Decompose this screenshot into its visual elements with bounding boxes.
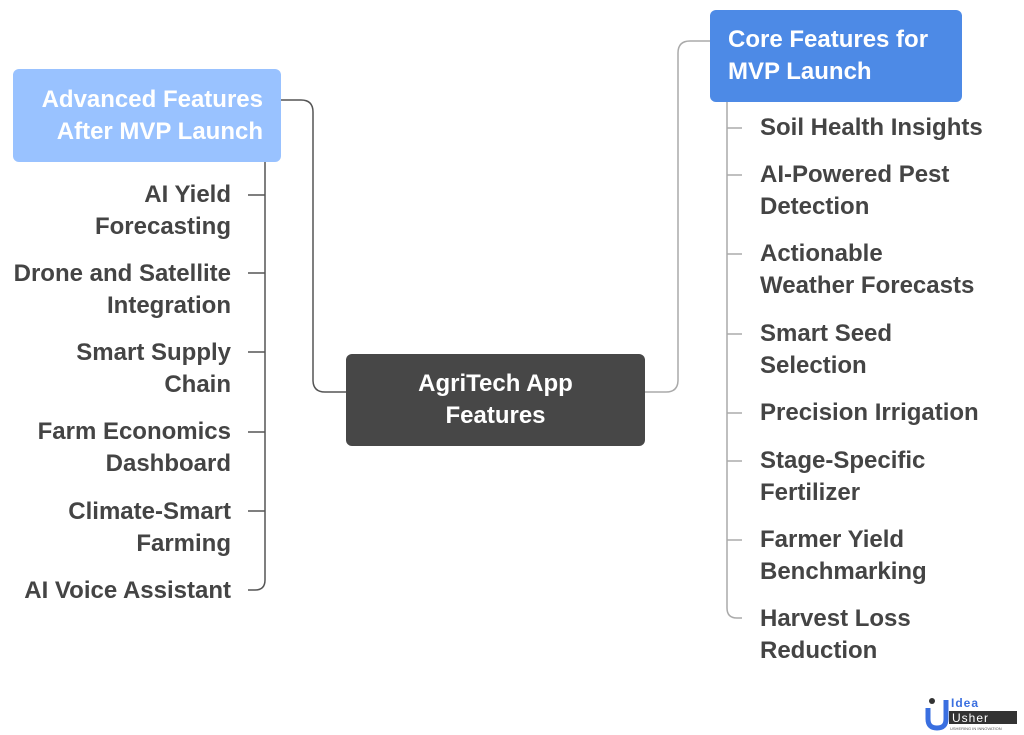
svg-text:Usher: Usher: [952, 711, 989, 725]
item-text-line: Benchmarking: [760, 558, 927, 585]
advanced-title-line2: After MVP Launch: [56, 117, 263, 145]
item-text-line: Detection: [760, 193, 870, 220]
item-text-line: Climate-Smart: [68, 498, 231, 525]
advanced-ticks: [248, 194, 265, 512]
item-text-line: Farmer Yield: [760, 526, 905, 553]
idea-usher-logo: Idea Usher USHERING IN INNOVATION: [925, 692, 1020, 732]
item-text-line: Selection: [760, 352, 867, 379]
item-text-line: Dashboard: [105, 450, 231, 477]
item-text-line: Harvest Loss: [760, 605, 911, 632]
connector-core: [645, 40, 710, 393]
connector-advanced: [281, 99, 346, 393]
item-text-line: Actionable: [760, 240, 883, 267]
item-text-line: AI-Powered Pest: [760, 161, 950, 188]
advanced-title-line1: Advanced Features: [41, 85, 263, 113]
core-item: Soil Health Insights: [760, 112, 983, 144]
item-text-line: Reduction: [760, 637, 878, 664]
advanced-spine: [248, 162, 266, 591]
item-text-line: Farm Economics: [37, 418, 231, 445]
item-text-line: Fertilizer: [760, 479, 861, 506]
advanced-features-node: Advanced Features After MVP Launch: [13, 69, 281, 162]
item-text-line: Drone and Satellite: [13, 260, 231, 287]
core-title-line1: Core Features for: [728, 26, 929, 53]
item-text-line: Soil Health Insights: [760, 114, 983, 141]
item-text-line: Precision Irrigation: [760, 399, 979, 426]
item-text-line: AI Yield: [144, 181, 231, 208]
item-text-line: AI Voice Assistant: [24, 577, 231, 604]
root-node: AgriTech App Features: [346, 354, 645, 446]
core-features-node: Core Features for MVP Launch: [710, 10, 962, 102]
item-text-line: Farming: [136, 530, 231, 557]
item-text-line: Weather Forecasts: [760, 272, 975, 299]
item-text-line: Smart Seed: [760, 320, 893, 347]
core-spine: [726, 102, 742, 619]
item-text-line: Stage-Specific: [760, 447, 926, 474]
core-ticks: [727, 127, 742, 541]
svg-text:USHERING IN INNOVATION: USHERING IN INNOVATION: [950, 726, 1002, 731]
item-text-line: Forecasting: [94, 213, 231, 240]
item-text-line: Integration: [107, 292, 231, 319]
advanced-item: AI Voice Assistant: [24, 575, 231, 607]
core-title-line2: MVP Launch: [728, 58, 872, 85]
core-item: Precision Irrigation: [760, 397, 979, 429]
root-title-line1: AgriTech App: [418, 370, 573, 397]
item-text-line: Smart Supply: [76, 339, 231, 366]
root-title-line2: Features: [445, 402, 546, 429]
item-text-line: Chain: [164, 371, 231, 398]
svg-text:Idea: Idea: [951, 696, 979, 710]
